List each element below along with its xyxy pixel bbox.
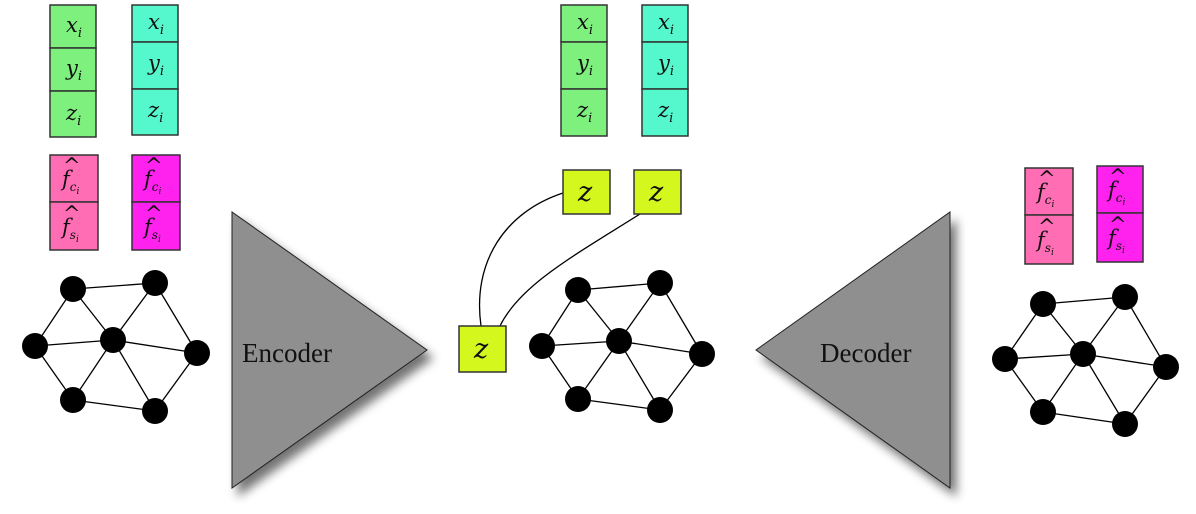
encoder-block: Encoder (231, 211, 428, 489)
graph-node (606, 328, 632, 354)
coord-sub: i (78, 69, 82, 84)
coord-x-label: x (148, 10, 160, 34)
coord-sub: i (159, 111, 163, 126)
svg-text:^: ^ (63, 154, 81, 178)
svg-text:fci: fci (1106, 178, 1126, 208)
latent-box-top-right: z (633, 169, 682, 215)
graph-node (647, 397, 673, 423)
coord-y-label: y (147, 51, 161, 75)
svg-text:fsi: fsi (1106, 226, 1125, 256)
input-feature-column-magenta: fci ^ fsi ^ (131, 154, 181, 251)
svg-text:yi: yi (65, 56, 82, 84)
graph-node (60, 387, 86, 413)
graph-node (142, 270, 168, 296)
graph-node (992, 346, 1018, 372)
graph-node (565, 386, 591, 412)
svg-text:zi: zi (576, 98, 592, 126)
graph-node (60, 276, 86, 302)
middle-coord-column-cyan: xi yi zi (641, 4, 689, 137)
graph-node (1030, 399, 1056, 425)
graph-node (1112, 411, 1138, 437)
svg-text:xi: xi (148, 10, 164, 38)
svg-text:fsi: fsi (1035, 228, 1054, 258)
decoder-block: Decoder (755, 211, 951, 489)
decoder-label: Decoder (820, 338, 911, 368)
svg-text:^: ^ (145, 154, 163, 178)
coord-sub: i (77, 114, 81, 129)
svg-text:fci: fci (1035, 180, 1055, 210)
graph-node (184, 340, 210, 366)
coord-z-label: z (147, 98, 160, 122)
coord-x-label: x (66, 13, 78, 37)
graph-node (100, 327, 126, 353)
svg-text:^: ^ (63, 202, 81, 226)
graph-node (22, 333, 48, 359)
graph-node (647, 270, 673, 296)
svg-text:fsi: fsi (142, 215, 161, 245)
graph-node (1070, 341, 1096, 367)
coord-sub: i (78, 26, 82, 41)
input-coord-column-green: xi yi zi (49, 4, 97, 138)
output-feature-column-magenta: fci ^ fsi ^ (1096, 165, 1144, 263)
encoder-label: Encoder (242, 338, 332, 368)
svg-text:fci: fci (142, 167, 162, 197)
latent-box-main: z (458, 325, 507, 373)
svg-text:zi: zi (65, 101, 81, 129)
graph-node (1112, 284, 1138, 310)
svg-text:yi: yi (147, 51, 164, 79)
svg-text:fci: fci (60, 167, 80, 197)
input-coord-column-cyan: xi yi zi (131, 4, 179, 136)
graph-node (1030, 291, 1056, 317)
svg-text:z: z (577, 177, 593, 208)
svg-text:^: ^ (1038, 167, 1056, 191)
latent-connections (479, 192, 641, 327)
coord-z-label: z (65, 101, 78, 125)
svg-text:fsi: fsi (60, 215, 79, 245)
output-feature-column-pink: fci ^ fsi ^ (1024, 167, 1074, 265)
svg-text:^: ^ (1109, 165, 1127, 189)
input-feature-column-pink: fci ^ fsi ^ (49, 154, 99, 251)
graph-node (1153, 354, 1179, 380)
svg-text:xi: xi (658, 10, 674, 38)
coord-sub: i (160, 23, 164, 38)
coord-y-label: y (65, 56, 79, 80)
latent-box-top-left: z (562, 169, 611, 215)
graph-node (142, 398, 168, 424)
svg-text:z: z (648, 177, 664, 208)
svg-text:^: ^ (1109, 213, 1127, 237)
graph-node (689, 341, 715, 367)
svg-text:xi: xi (66, 13, 82, 41)
graph-node (529, 333, 555, 359)
svg-text:yi: yi (576, 51, 593, 79)
coord-sub: i (160, 64, 164, 79)
svg-text:zi: zi (147, 98, 163, 126)
middle-coord-column-green: xi yi zi (560, 4, 608, 137)
graph-node (565, 277, 591, 303)
svg-text:z: z (473, 334, 489, 365)
svg-text:^: ^ (145, 202, 163, 226)
svg-text:xi: xi (577, 10, 593, 38)
svg-text:^: ^ (1038, 215, 1056, 239)
svg-text:yi: yi (657, 51, 674, 79)
svg-text:zi: zi (657, 98, 673, 126)
